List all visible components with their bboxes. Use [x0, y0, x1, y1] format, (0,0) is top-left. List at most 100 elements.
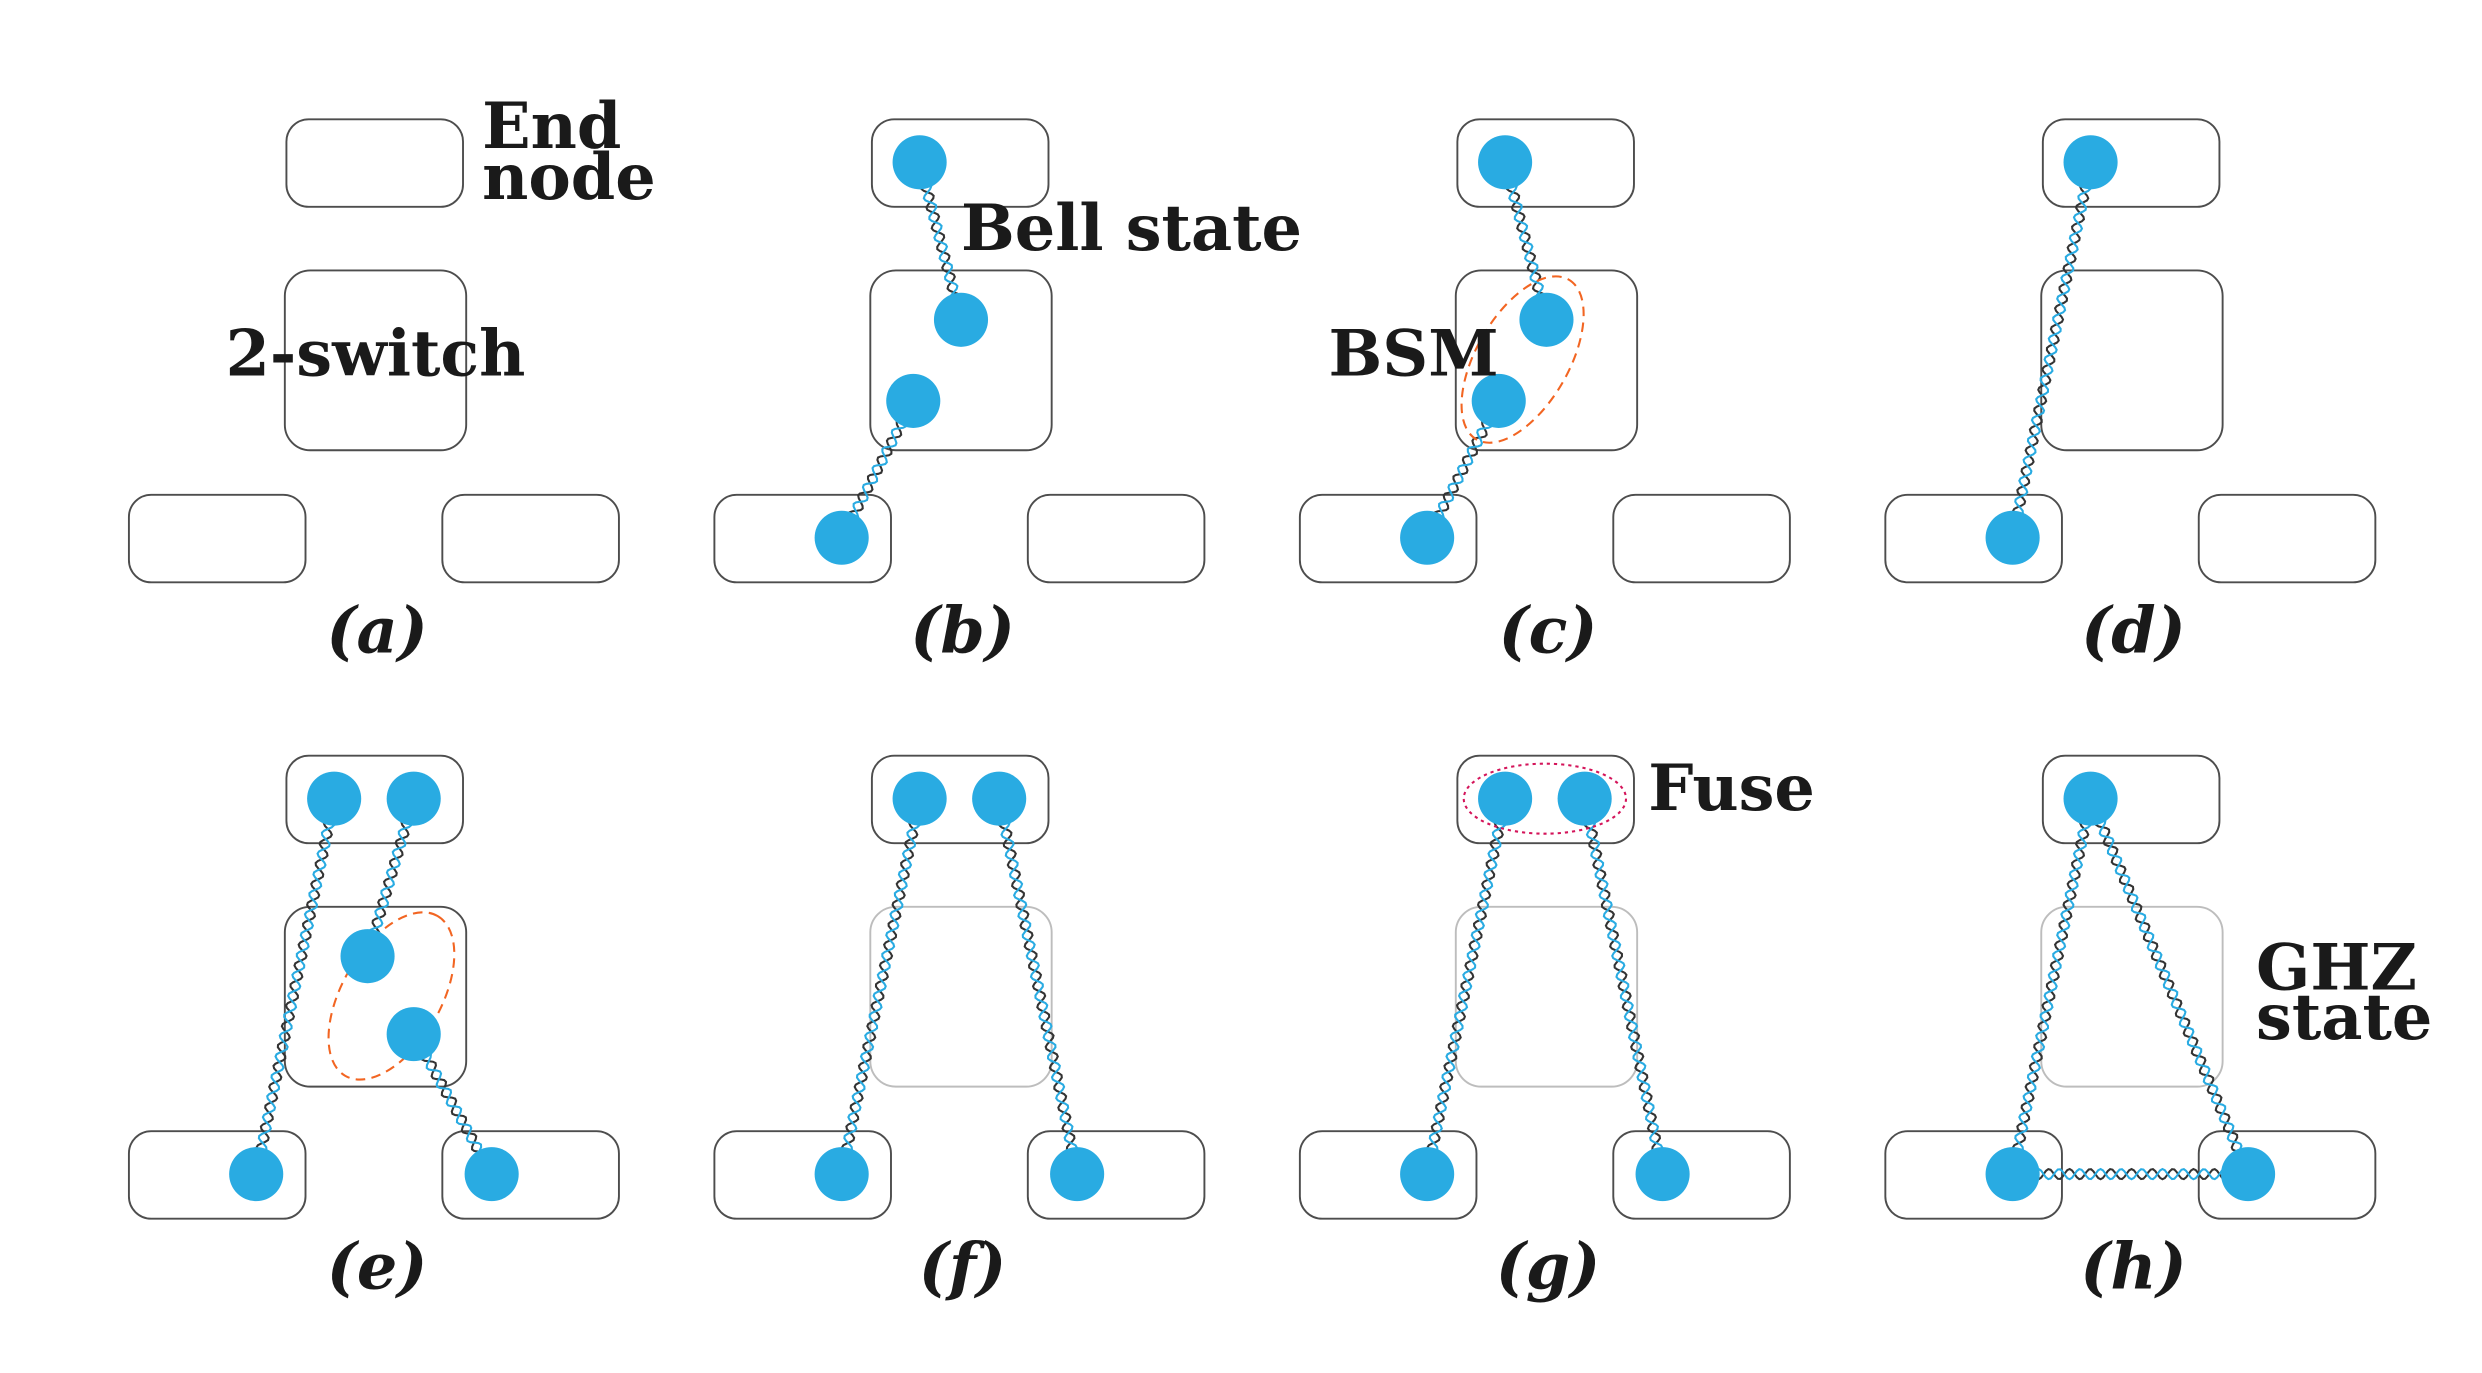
bsm-label: BSM [1329, 316, 1499, 391]
strand-dark [914, 161, 967, 320]
end-node-right [2197, 493, 2377, 584]
strand-dark [251, 797, 337, 1176]
bell-pair-link [362, 797, 419, 958]
strand-light [2090, 797, 2251, 1177]
qubit [933, 292, 989, 347]
qubit [1478, 771, 1533, 826]
strand-dark [994, 797, 1080, 1175]
bell-pair-link [2086, 797, 2253, 1177]
qubit [1635, 1147, 1690, 1202]
strand-light [362, 798, 419, 957]
end-node-right [1612, 1130, 1791, 1220]
switch-node [283, 269, 468, 452]
end-node-top [870, 118, 1050, 208]
qubit [1471, 373, 1526, 428]
qubit [814, 1147, 869, 1202]
fuse-label: Fuse [1648, 751, 1815, 826]
end-node-left [1884, 493, 2063, 584]
panel-nodes [127, 754, 620, 1220]
caption-a: (a) [326, 593, 427, 668]
caption-h: (h) [2080, 1230, 2186, 1305]
qubit [1985, 1147, 2040, 1202]
qubit [892, 771, 947, 826]
qubit [2221, 1147, 2276, 1202]
bell-pair-link [1579, 797, 1668, 1176]
panel-nodes [127, 118, 620, 584]
strand-light [253, 797, 340, 1175]
fuse-ellipse [1462, 762, 1628, 835]
strand-dark [2007, 161, 2094, 539]
bell-pair-link [836, 797, 925, 1176]
end-node-left [1298, 493, 1478, 584]
panel-nodes [1884, 118, 2377, 584]
strand-dark [1500, 161, 1552, 320]
qubit [1985, 510, 2040, 565]
switch-node [1454, 905, 1639, 1088]
end-node-left [127, 1130, 307, 1220]
bell-pair-link [994, 797, 1082, 1176]
qubit [1050, 1147, 1105, 1202]
strand-dark [2086, 798, 2253, 1174]
qubit [229, 1147, 284, 1202]
strand-light [1424, 797, 1511, 1175]
end-node-label-line1: End [482, 89, 621, 164]
bsm-ellipse [1460, 275, 1585, 444]
strand-light [838, 797, 925, 1175]
end-node-top [285, 754, 464, 845]
end-node-left [1884, 1130, 2063, 1220]
caption-e: (e) [327, 1230, 428, 1305]
switch-node [869, 269, 1053, 452]
switch-node [2040, 269, 2224, 452]
caption-g: (g) [1496, 1230, 1601, 1305]
switch-node [283, 905, 468, 1088]
end-node-left [1298, 1130, 1478, 1220]
end-node-top [2041, 754, 2221, 845]
caption-b: (b) [910, 593, 1015, 668]
switch-node [869, 905, 1053, 1088]
strand-light [1502, 161, 1550, 322]
qubit [972, 771, 1027, 826]
panel-nodes [1298, 754, 1791, 1220]
strand-light [2011, 1167, 2249, 1181]
end-node-top [285, 118, 464, 208]
strand-light [2009, 161, 2096, 539]
qubit [464, 1147, 519, 1202]
ghz-state-label-line1: GHZ [2256, 931, 2417, 1006]
panel-nodes [713, 754, 1206, 1220]
strand-dark [1422, 797, 1508, 1176]
bell-pair-link [1500, 161, 1552, 322]
end-node-left [127, 493, 307, 584]
switch-node [1454, 269, 1639, 452]
bell-pair-link [1422, 797, 1511, 1176]
strand-light [996, 797, 1082, 1176]
qubit [1400, 510, 1455, 565]
strand-light [917, 161, 964, 322]
switch-node [2040, 905, 2224, 1088]
strand-dark [1579, 797, 1666, 1175]
two-switch-label: 2-switch [226, 316, 526, 391]
end-node-right [1026, 493, 1206, 584]
qubit [2063, 771, 2118, 826]
qubit [386, 1007, 441, 1062]
end-node-right [441, 1130, 620, 1220]
bell-pair-link [2007, 161, 2096, 539]
strand-dark [2007, 797, 2094, 1176]
end-node-top [1456, 118, 1635, 208]
qubit [2063, 135, 2118, 190]
ghz-state-label-line2: state [2256, 980, 2432, 1055]
strand-light [2009, 797, 2096, 1175]
end-node-label-line2: node [482, 140, 656, 215]
panel-nodes [713, 118, 1206, 584]
qubit [340, 929, 395, 984]
panel-nodes [1298, 118, 1791, 584]
qubit [814, 510, 869, 565]
qubit [1400, 1147, 1455, 1202]
strand-dark [836, 797, 923, 1176]
end-node-right [1612, 493, 1791, 584]
strand-dark [365, 797, 416, 958]
strand-light [1581, 797, 1668, 1176]
qubit [1557, 771, 1612, 826]
bsm-ellipse [327, 911, 456, 1081]
panels-layer [127, 118, 2377, 1220]
